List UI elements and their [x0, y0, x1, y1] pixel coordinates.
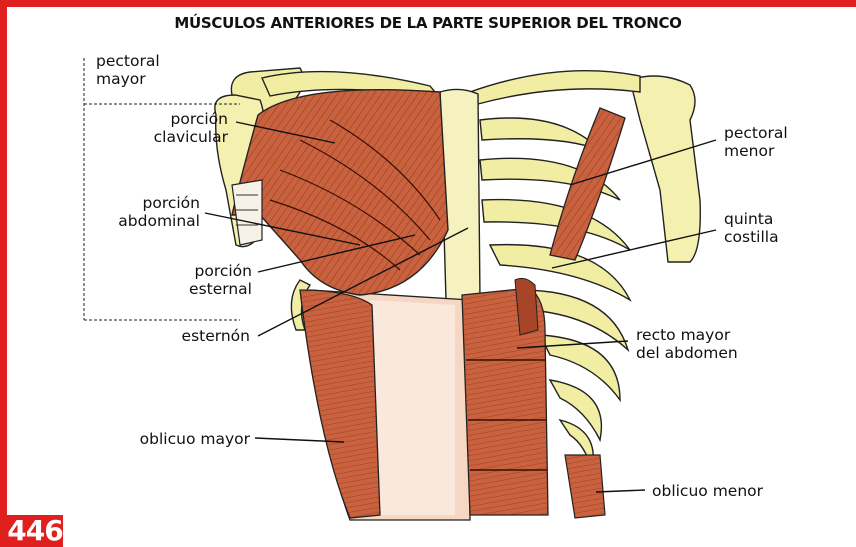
label-porcion-abdominal-line2: abdominal: [90, 212, 200, 230]
label-quinta-costilla-line2: costilla: [724, 228, 779, 246]
label-pectoral-mayor: pectoral mayor: [96, 52, 160, 88]
label-recto-mayor-line1: recto mayor: [636, 326, 738, 344]
label-porcion-esternal-line2: esternal: [150, 280, 252, 298]
label-pectoral-mayor-line1: pectoral: [96, 52, 160, 70]
label-oblicuo-menor: oblicuo menor: [652, 482, 763, 500]
label-porcion-abdominal: porción abdominal: [90, 194, 200, 230]
label-recto-mayor: recto mayor del abdomen: [636, 326, 738, 362]
label-porcion-clavicular-line1: porción: [110, 110, 228, 128]
label-porcion-esternal: porción esternal: [150, 262, 252, 298]
label-quinta-costilla: quinta costilla: [724, 210, 779, 246]
label-porcion-clavicular-line2: clavicular: [110, 128, 228, 146]
label-quinta-costilla-line1: quinta: [724, 210, 779, 228]
label-recto-mayor-line2: del abdomen: [636, 344, 738, 362]
label-pectoral-menor-line1: pectoral: [724, 124, 788, 142]
label-porcion-esternal-line1: porción: [150, 262, 252, 280]
label-pectoral-menor: pectoral menor: [724, 124, 788, 160]
label-porcion-abdominal-line1: porción: [90, 194, 200, 212]
label-porcion-clavicular: porción clavicular: [110, 110, 228, 146]
label-oblicuo-mayor: oblicuo mayor: [100, 430, 250, 448]
label-pectoral-mayor-line2: mayor: [96, 70, 160, 88]
page-number: 446: [7, 515, 63, 547]
label-esternon: esternón: [140, 327, 250, 345]
label-pectoral-menor-line2: menor: [724, 142, 788, 160]
